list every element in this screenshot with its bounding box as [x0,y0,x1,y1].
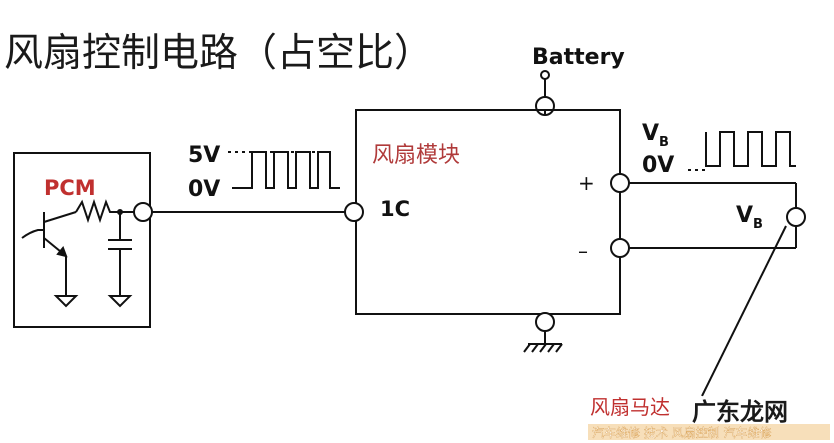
motor-vb-label: VB [736,203,763,232]
capacitor-symbol [107,212,133,308]
fan-module-label: 风扇模块 [372,143,460,168]
watermark: 广东龙网 汽车维修 技术 风扇控制 汽车维修 [588,396,830,440]
pcm-label: PCM [44,176,96,200]
pwm-waveform-output [705,131,796,167]
module-ground [523,312,563,353]
minus-label: – [578,239,588,263]
output-terminals [610,173,806,258]
transistor-symbol [21,211,77,296]
signal-wire [120,202,364,222]
battery-label: Battery [532,45,625,70]
pcm-ground-left [53,295,79,308]
signal-high-label: 5V [188,143,220,168]
watermark-caption: 汽车维修 技术 风扇控制 汽车维修 [592,425,771,440]
output-low-label: 0V [642,153,674,178]
signal-low-label: 0V [188,177,220,202]
pwm-waveform-input [232,151,340,189]
pcm-box [13,152,151,328]
resistor-symbol [75,198,120,224]
watermark-brand: 广东龙网 [692,398,788,426]
pin-1c-label: 1C [380,197,410,221]
plus-label: + [578,171,595,195]
vb-label: VB [642,121,669,150]
fan-motor-label: 风扇马达 [590,395,670,419]
battery-terminal [535,70,555,116]
motor-leader-line [701,225,787,397]
diagram-title: 风扇控制电路（占空比） [4,31,433,76]
